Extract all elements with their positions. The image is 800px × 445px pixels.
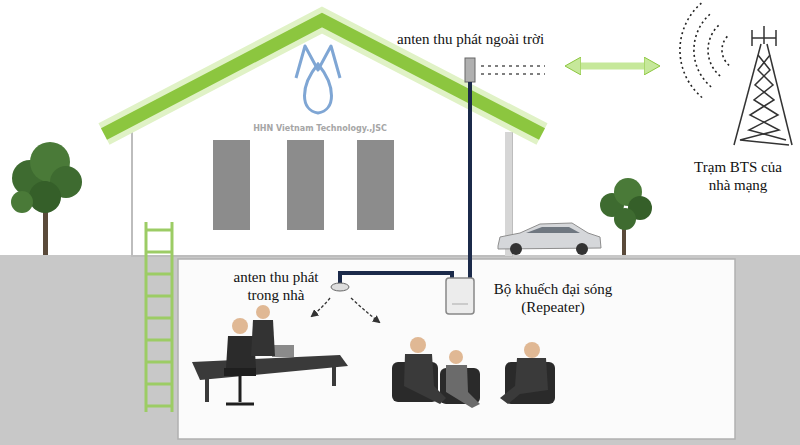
component-label: Bộ khuếch đại sóng (Repeater)	[478, 280, 628, 316]
radiation-arrow	[312, 298, 330, 316]
outdoor-antenna-node: anten thu phát ngoài trời	[393, 28, 565, 82]
person-head	[449, 350, 463, 364]
repeater-detail	[452, 304, 468, 305]
window	[287, 140, 324, 230]
laptop	[272, 345, 294, 357]
outdoor-antenna	[465, 58, 475, 82]
person-head	[232, 318, 248, 334]
person-head	[256, 305, 270, 319]
radiation-arrow	[351, 298, 379, 322]
window	[357, 140, 394, 230]
tree-foliage	[29, 181, 61, 213]
component-label: anten thu phát ngoài trời	[397, 30, 561, 48]
desk-leg	[332, 364, 336, 386]
antenna-elements	[481, 73, 545, 75]
cable	[356, 271, 440, 275]
signal-arrow	[577, 63, 648, 70]
indoor-antenna-node: anten thu phát trong nhà	[226, 266, 356, 310]
component-label: Trạm BTS của nhà mạng	[686, 158, 790, 194]
car-window	[526, 227, 580, 233]
repeater-box	[446, 278, 474, 314]
ladder	[146, 222, 172, 412]
person-body	[500, 358, 548, 404]
person-body	[404, 354, 446, 404]
component-label: anten thu phát trong nhà	[226, 268, 326, 304]
cable	[468, 268, 472, 278]
cable	[468, 82, 472, 268]
watermark: HHN Vietnam Technology.,JSC	[240, 124, 400, 133]
window	[213, 140, 250, 230]
indoor-antenna	[331, 283, 349, 291]
chair-post	[239, 376, 242, 402]
logo-drop	[305, 64, 332, 113]
bts-tower	[734, 26, 792, 145]
signal-waves	[680, 3, 729, 98]
car-wheel	[510, 243, 522, 255]
basement	[178, 259, 735, 439]
person-body	[251, 320, 275, 356]
tree-foliage	[614, 208, 636, 230]
cable	[340, 273, 356, 283]
desk-leg	[205, 378, 209, 402]
person-head	[524, 342, 540, 358]
tree-foliage	[11, 191, 33, 213]
antenna-elements	[481, 65, 545, 67]
person-head	[410, 337, 426, 353]
chair-base	[226, 403, 254, 406]
chair	[224, 368, 256, 376]
house-wall	[132, 118, 512, 256]
repeater-node: Bộ khuếch đại sóng (Repeater)	[440, 268, 640, 324]
desk	[192, 355, 348, 380]
bts-station-node: Trạm BTS của nhà mạng	[660, 8, 796, 202]
car-wheel	[576, 243, 588, 255]
ground	[0, 255, 800, 445]
person-body	[446, 365, 480, 408]
